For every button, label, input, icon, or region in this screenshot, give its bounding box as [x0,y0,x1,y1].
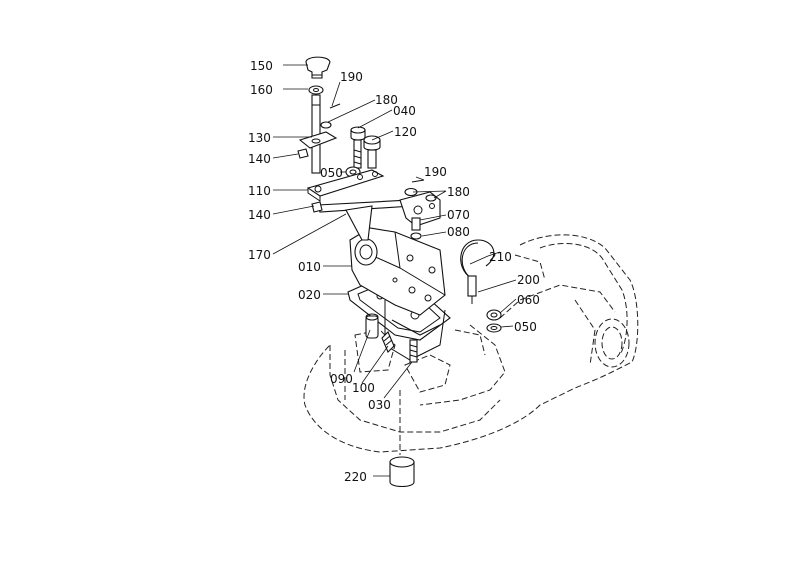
bolt-040 [350,126,366,169]
housing-010 [349,227,446,361]
callout-060: 060 [517,293,540,307]
callout-200: 200 [517,273,540,287]
callout-090: 090 [330,372,353,386]
knob-150 [305,56,331,79]
callout-030: 030 [368,398,391,412]
bolt-120 [363,135,381,169]
shaft-130 [298,94,338,174]
callout-010: 010 [298,260,321,274]
pin-190-top [329,103,341,109]
pin-140-top [297,148,309,159]
oring-080 [410,232,422,240]
washer-050-right [486,323,502,333]
leader-lines [272,64,517,477]
stud-030 [409,339,418,363]
engine-block-outline [303,234,639,455]
eyebolt-210 [460,239,495,297]
nut-060 [486,309,502,321]
callout-140-top: 140 [248,152,271,166]
bracket-110 [306,169,385,202]
callout-110: 110 [248,184,271,198]
callout-130: 130 [248,131,271,145]
callout-100: 100 [352,381,375,395]
callout-190-right: 190 [424,165,447,179]
washer-180-top [320,121,332,129]
callout-120: 120 [394,125,417,139]
callout-220: 220 [344,470,367,484]
callout-020: 020 [298,288,321,302]
callout-140-mid: 140 [248,208,271,222]
callout-180-top: 180 [375,93,398,107]
callout-170: 170 [248,248,271,262]
callout-150: 150 [250,59,273,73]
callout-190-top: 190 [340,70,363,84]
callout-050-right: 050 [514,320,537,334]
callout-080: 080 [447,225,470,239]
callout-040: 040 [393,104,416,118]
plug-220 [389,456,415,488]
washer-160 [308,85,324,95]
callout-labels: 150 160 190 180 040 120 130 140 050 190 … [248,59,540,484]
pin-140-mid [311,201,323,213]
callout-160: 160 [250,83,273,97]
callout-070: 070 [447,208,470,222]
callout-050-top: 050 [320,166,343,180]
pin-190-right [411,179,425,183]
link-rod-170 [317,199,413,241]
callout-210: 210 [489,250,512,264]
callout-180-right: 180 [447,185,470,199]
gasket-020 [347,279,451,341]
